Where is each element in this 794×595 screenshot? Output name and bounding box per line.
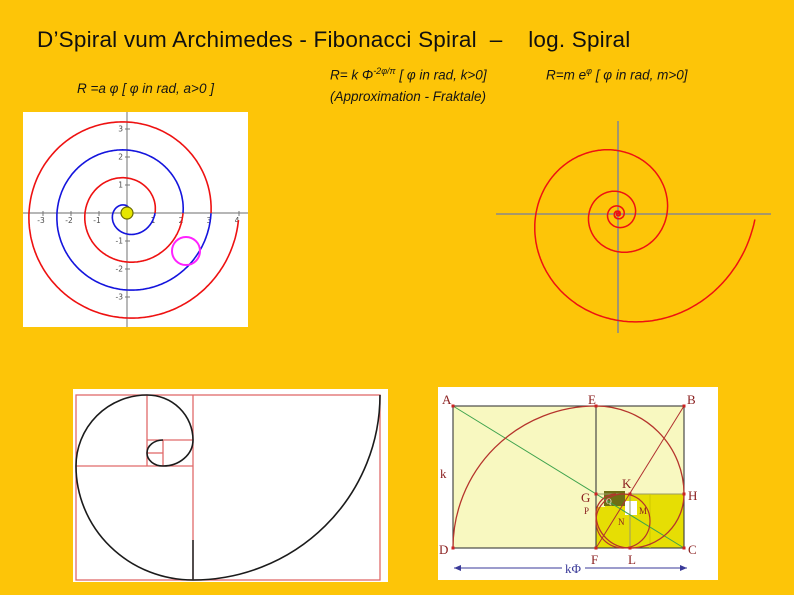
corner-dots (451, 404, 686, 550)
golden-rectangle-diagram: A E BkG K H P Q M N D F L CkΦ (439, 392, 697, 576)
formula-fibonacci-exponent: -2φ/π (373, 66, 396, 76)
origin-dot (120, 206, 134, 220)
x-tick-label: 4 (235, 216, 240, 225)
diagram-label-K: K (622, 476, 632, 491)
diagram-label-D: D (439, 542, 448, 557)
archimedean-spiral-curve (28, 121, 240, 319)
x-tick-label: -1 (93, 216, 101, 225)
formula-fibonacci-note: (Approximation - Fraktale) (330, 89, 487, 104)
x-tick-label: 3 (207, 216, 212, 225)
formula-archimedes-text: R =a φ [ φ in rad, a>0 ] (77, 81, 214, 96)
spiral-turn-2 (83, 176, 184, 263)
diagram-label-H: H (688, 488, 697, 503)
diagram-label-N: N (618, 517, 625, 527)
diagram-label-G: G (581, 490, 590, 505)
square-AEFD-fill (453, 406, 596, 548)
fibonacci-outer-rect (75, 394, 381, 581)
arrowhead-right (680, 565, 687, 571)
diagram-label-L: L (628, 552, 636, 567)
golden-spiral-arcs (452, 405, 685, 549)
fibonacci-grid (75, 394, 381, 581)
diagram-label-kΦ: kΦ (565, 561, 582, 576)
formula-archimedes: R =a φ [ φ in rad, a>0 ] (62, 66, 214, 111)
y-tick-label: 1 (118, 181, 123, 190)
magenta-highlight-circle (171, 236, 201, 266)
log-spiral-figure (496, 121, 771, 333)
formula-fibonacci: R= k Φ-2φ/π [ φ in rad, k>0] (330, 66, 487, 83)
y-tick-label: -3 (116, 293, 124, 302)
y-tick-label: -1 (116, 237, 124, 246)
page-title: D’Spiral vum Archimedes - Fibonacci Spir… (37, 27, 631, 52)
white-square (625, 501, 637, 515)
x-tick-label: -3 (37, 216, 45, 225)
rect-ABCD-outline (452, 405, 685, 549)
x-tick-label: -2 (65, 216, 73, 225)
dimension-arrow-k-phi (454, 565, 687, 571)
diagram-label-Q: Q (606, 497, 612, 506)
diagram-label-A: A (442, 392, 452, 407)
formula-log: R=m eφ [ φ in rad, m>0] (546, 66, 688, 83)
diagram-label-F: F (591, 552, 598, 567)
diagram-label-C: C (688, 542, 697, 557)
fibonacci-figure (75, 394, 381, 581)
diagonal-FB-red (595, 405, 685, 549)
log-spiral-curve (534, 149, 756, 323)
diagram-label-M: M (639, 506, 647, 516)
formula-log-rest: [ φ in rad, m>0] (592, 67, 688, 83)
diagram-label-E: E (588, 392, 596, 407)
y-tick-label: -2 (116, 265, 124, 274)
diagonal-AC-green (452, 405, 685, 549)
diagram-labels: A E BkG K H P Q M N D F L CkΦ (439, 392, 697, 576)
spiral-turn-1 (111, 204, 156, 236)
spiral-turn-4 (28, 121, 240, 319)
diagram-label-B: B (687, 392, 696, 407)
formula-fibonacci-rest: [ φ in rad, k>0] (395, 67, 487, 83)
y-tick-label: 2 (118, 153, 123, 162)
diagram-label-k: k (440, 466, 447, 481)
log-spiral-polyline (534, 149, 756, 323)
fibonacci-spiral-panel (73, 389, 388, 582)
fibonacci-spiral-path (75, 394, 381, 581)
square-EBHG-fill (596, 406, 684, 494)
y-tick-label: 3 (118, 125, 123, 134)
formula-fibonacci-base: R= k Φ (330, 67, 374, 83)
spiral-turn-3 (56, 148, 212, 291)
arrowhead-left (454, 565, 461, 571)
diagram-label-P: P (584, 506, 589, 516)
inscribed-circle (595, 493, 651, 549)
formula-log-base: R=m e (546, 67, 587, 83)
formula-log-exponent: φ (586, 66, 593, 76)
